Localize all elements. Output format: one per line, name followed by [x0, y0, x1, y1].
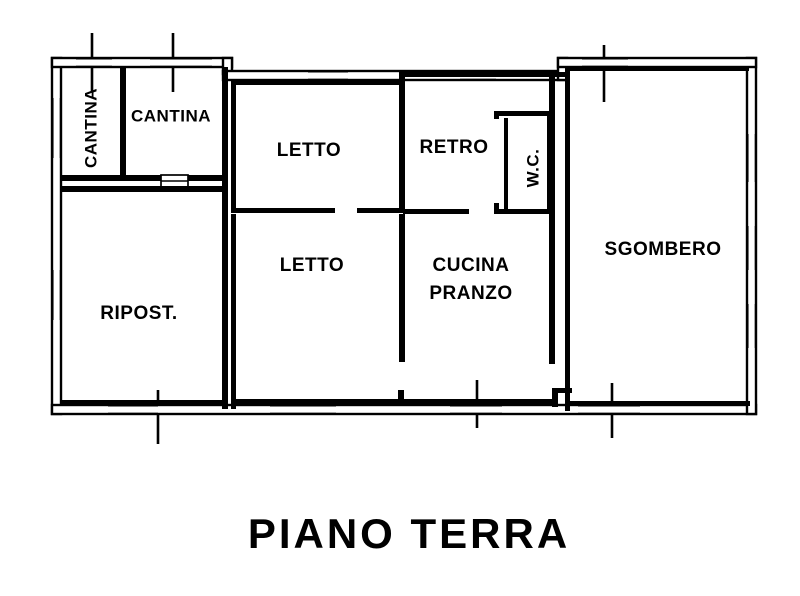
- wall-ripost-right: [222, 67, 228, 185]
- wall-letto-divider-left: [231, 208, 335, 213]
- wall-letto-cucina-divider-upper: [399, 72, 405, 212]
- door-letto-upper: [335, 208, 357, 213]
- wall-ripost-right-lower: [222, 185, 228, 409]
- wall-ripost-bottom-inner: [61, 400, 226, 405]
- window-cantina-left: [52, 98, 62, 158]
- wall-bottom-inner-left: [231, 399, 401, 404]
- wall-wc-left-upper: [494, 111, 499, 119]
- room-label-ripost: RIPOST.: [100, 303, 177, 324]
- room-label-letto-upper: LETTO: [277, 140, 341, 161]
- wall-wc-bottom: [494, 209, 552, 214]
- wall-between-cantine: [120, 67, 126, 181]
- room-label-cucina: CUCINA: [433, 255, 510, 276]
- wall-ripost-top: [61, 186, 226, 192]
- window-sgombero-bottom: [578, 405, 640, 415]
- room-label-cantina-small: CANTINA: [81, 88, 100, 168]
- window-sgombero-right-1: [747, 134, 757, 182]
- wall-sgombero-top-inner: [565, 66, 749, 71]
- wall-letto-divider-right: [357, 208, 403, 213]
- wall-letto-left: [231, 80, 236, 209]
- wall-cucina-sgombero-divider: [549, 76, 555, 364]
- window-sgombero-right-3: [747, 304, 757, 348]
- wall-wc-bottom-jamb: [494, 203, 499, 211]
- room-label-retro: RETRO: [420, 137, 489, 158]
- window-letto-bottom: [270, 405, 336, 415]
- window-sgombero-right-2: [747, 226, 757, 270]
- wall-bottom-step-jog-vertical: [552, 388, 558, 407]
- window-cantina-large-top: [150, 58, 212, 68]
- room-labels-group: CANTINA CANTINA RIPOST. LETTO LETTO RETR…: [81, 88, 722, 324]
- wall-bottom-stub-letto: [398, 390, 404, 406]
- wall-cantina-large-bottom-right: [188, 175, 224, 181]
- window-cucina-bottom: [450, 405, 502, 415]
- room-label-wc: W.C.: [523, 149, 542, 188]
- window-cantina-small-top: [76, 58, 112, 68]
- window-sgombero-top: [582, 58, 628, 68]
- wall-cantina-large-bottom-left: [123, 175, 161, 181]
- window-ripost-bottom: [108, 405, 158, 415]
- room-label-letto-lower: LETTO: [280, 255, 344, 276]
- wall-cantina-small-bottom: [61, 175, 123, 181]
- wall-letto-upper-top: [231, 80, 403, 85]
- room-label-cantina-large: CANTINA: [131, 106, 211, 125]
- wall-sgombero-left: [565, 66, 570, 411]
- wall-wc-inner-partition: [504, 118, 508, 212]
- dimension-marks-group: [90, 33, 614, 444]
- room-label-sgombero: SGOMBERO: [605, 239, 722, 260]
- wall-letto-cucina-divider-lower: [399, 214, 405, 362]
- plan-title: PIANO TERRA: [248, 510, 570, 557]
- window-letto-top: [308, 71, 348, 81]
- door-cantina-to-ripost: [160, 174, 189, 188]
- wall-retro-cucina-divider: [403, 209, 469, 214]
- wall-bottom-step-jog-horizontal: [552, 388, 572, 393]
- window-ripost-left: [52, 270, 62, 320]
- wall-wc-top: [494, 111, 552, 116]
- wall-bottom-inner-mid: [404, 399, 554, 404]
- interior-walls-group: [61, 66, 750, 411]
- wall-bottom-inner-right: [570, 401, 750, 406]
- room-label-pranzo: PRANZO: [429, 283, 512, 304]
- wall-retro-top: [399, 72, 569, 77]
- wall-letto-left-lower: [231, 214, 236, 409]
